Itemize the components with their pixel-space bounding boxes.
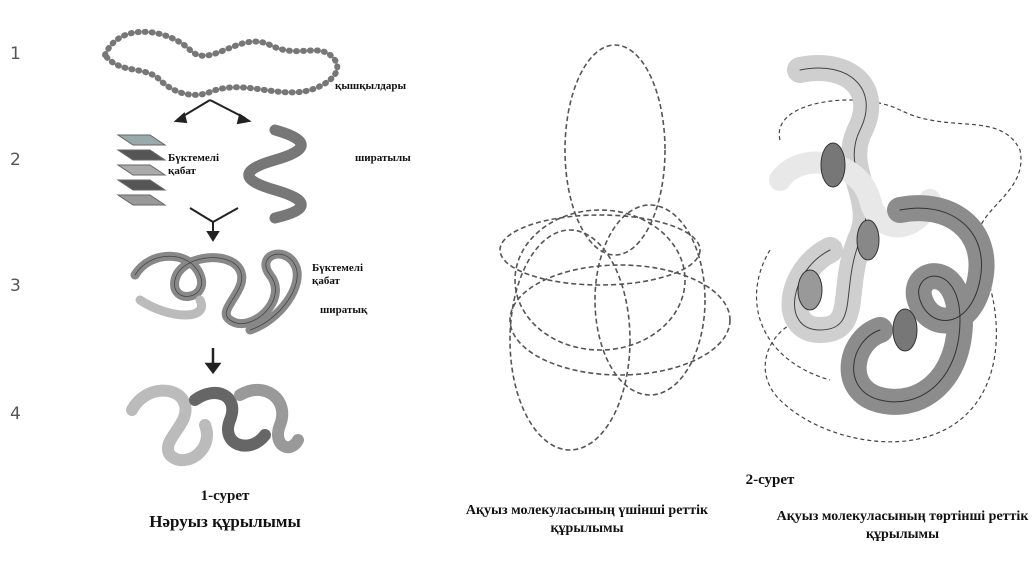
figure-2-caption-quaternary: Ақуыз молекуласының төртінші реттік құры… [770, 508, 1035, 544]
figure-2-number: 2-сурет [700, 472, 840, 489]
coiled-helix-loops [500, 45, 730, 450]
figure-2-caption-tertiary: Ақуыз молекуласының үшінші реттік құрылы… [452, 502, 722, 538]
